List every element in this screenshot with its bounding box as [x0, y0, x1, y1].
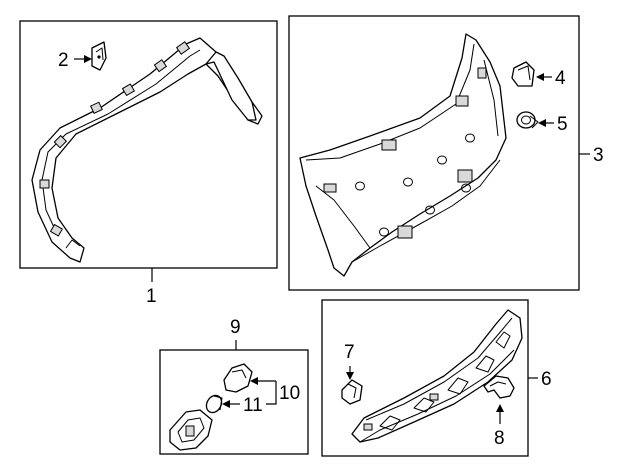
- part-6-scuff-plate[interactable]: [351, 309, 523, 443]
- callout-9: 9: [230, 317, 241, 338]
- part-9-lamp-housing[interactable]: [169, 409, 213, 451]
- part-7-clip[interactable]: [341, 379, 363, 405]
- leader-7-arrow: [346, 372, 354, 380]
- part-1-upper-trim-panel[interactable]: [31, 37, 263, 263]
- part-2-clip[interactable]: [91, 41, 107, 71]
- leader-11-arrow: [222, 400, 230, 408]
- callout-1: 1: [146, 286, 157, 307]
- part-3-liftgate-trim-panel[interactable]: [299, 33, 507, 277]
- leader-8-arrow: [496, 404, 504, 412]
- callout-8: 8: [494, 428, 505, 449]
- group-box-3: [288, 15, 580, 291]
- callout-4: 4: [555, 68, 566, 89]
- part-11-bulb[interactable]: [203, 393, 224, 416]
- part-5-push-pin[interactable]: [516, 111, 539, 129]
- callout-2: 2: [58, 50, 69, 71]
- leader-4-arrow: [536, 73, 544, 81]
- leader-5-arrow: [538, 119, 546, 127]
- callout-7: 7: [344, 342, 355, 363]
- group-box-9: [159, 349, 309, 455]
- callout-11: 11: [243, 395, 263, 416]
- part-10-lamp-socket[interactable]: [223, 363, 253, 393]
- leader-10: [256, 380, 277, 405]
- callout-6: 6: [541, 369, 552, 390]
- callout-5: 5: [557, 114, 568, 135]
- group-box-1: [19, 20, 278, 269]
- leader-2-arrow: [84, 55, 92, 63]
- part-4-clip[interactable]: [511, 61, 535, 87]
- leader-10-arrow: [250, 377, 258, 385]
- callout-10: 10: [279, 383, 300, 404]
- part-8-bracket[interactable]: [483, 375, 515, 399]
- callout-3: 3: [593, 145, 604, 166]
